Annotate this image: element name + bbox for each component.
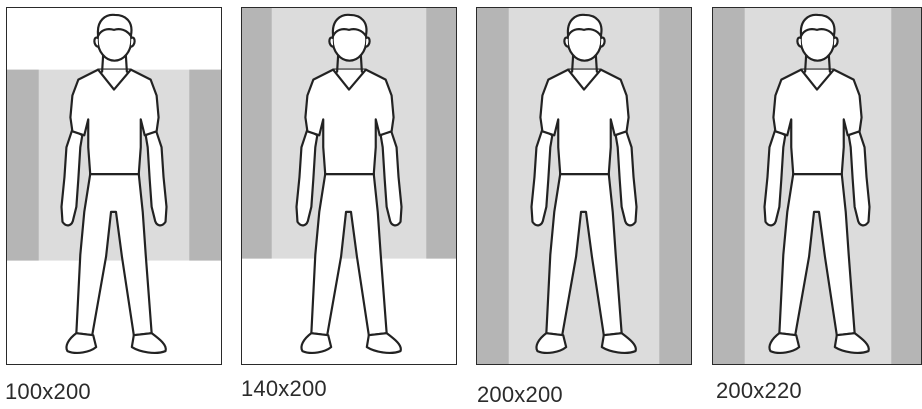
panel-3-figure — [477, 8, 691, 364]
left-bar — [477, 8, 509, 364]
panel-100x200 — [6, 7, 222, 365]
panel-2-figure — [242, 8, 456, 364]
panel-label-2: 140x200 — [241, 376, 327, 402]
left-bar — [242, 8, 272, 259]
panel-140x200 — [241, 7, 457, 365]
left-bar — [713, 8, 745, 364]
panel-200x220 — [712, 7, 922, 365]
right-bar — [891, 8, 921, 364]
right-bar — [189, 70, 221, 261]
panel-200x200 — [476, 7, 692, 365]
right-bar — [426, 8, 456, 259]
left-bar — [7, 70, 39, 261]
panel-label-4: 200x220 — [716, 378, 802, 404]
person-icon — [61, 15, 166, 353]
right-bar — [659, 8, 691, 364]
panel-4-figure — [713, 8, 921, 364]
panel-label-3: 200x200 — [477, 382, 563, 408]
panel-1-figure — [7, 8, 221, 364]
panel-label-1: 100x200 — [5, 379, 91, 405]
